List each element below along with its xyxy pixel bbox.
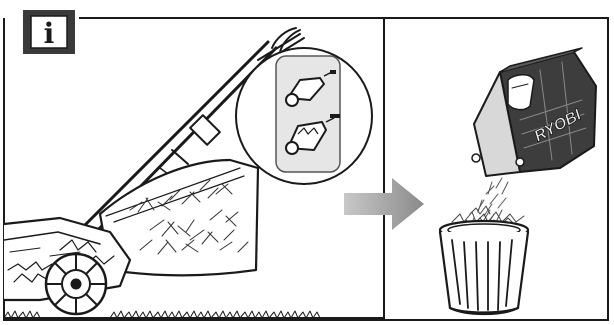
ground-grass	[4, 311, 384, 318]
right-panel: RYOBI	[440, 48, 596, 314]
mower-wheel	[46, 254, 106, 314]
trash-bin	[440, 221, 528, 314]
bag-indicator-inset	[236, 48, 372, 184]
grass-bag: RYOBI	[472, 48, 596, 176]
info-icon: i	[44, 17, 55, 50]
info-badge: i	[19, 6, 79, 58]
